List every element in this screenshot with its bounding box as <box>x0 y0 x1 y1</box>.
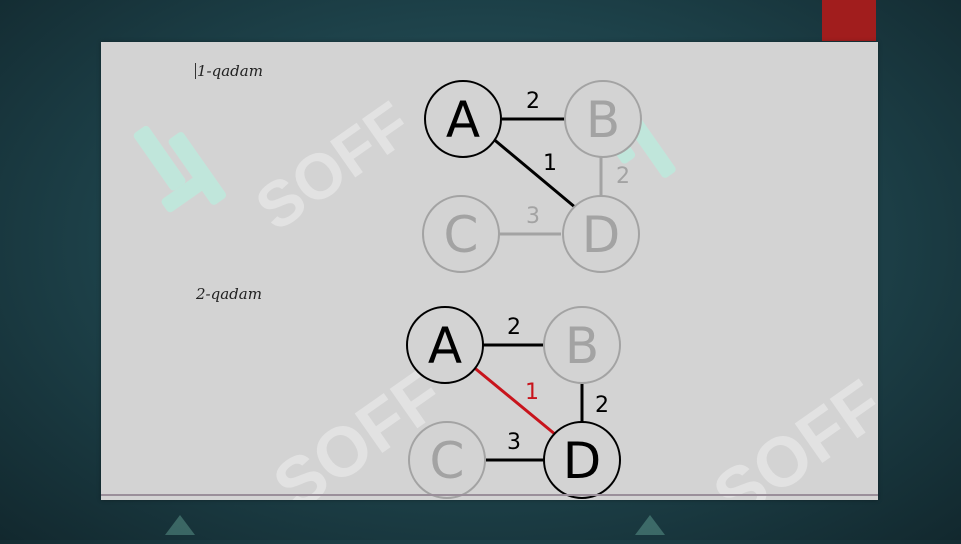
text-cursor <box>195 63 196 79</box>
watermark-logo <box>630 510 670 544</box>
node-d <box>543 421 621 499</box>
node-b <box>543 306 621 384</box>
node-d-label: D <box>563 432 602 490</box>
edge-a-d-weight: 1 <box>525 380 539 405</box>
node-c <box>408 421 486 499</box>
node-b-label: B <box>565 317 599 375</box>
step-1-label: 1-qadam <box>195 62 263 80</box>
edge-a-d-weight: 1 <box>543 151 557 176</box>
node-c-label: C <box>430 432 465 490</box>
edge-a-b-weight: 2 <box>507 315 521 340</box>
node-c <box>422 195 500 273</box>
slide: SOFF SOFF SOFF 1-qadam 2-qadam A B C D 2… <box>101 42 878 500</box>
node-d-label: D <box>582 206 621 264</box>
node-a <box>424 80 502 158</box>
node-c-label: C <box>444 206 479 264</box>
edge-a-d <box>490 135 577 210</box>
edge-a-b-weight: 2 <box>526 89 540 114</box>
accent-block <box>822 0 876 41</box>
step-2-label: 2-qadam <box>196 285 262 303</box>
node-b-label: B <box>586 91 620 149</box>
graph-step-1: A B C D 2 1 2 3 <box>422 80 642 273</box>
edge-b-d-weight: 2 <box>595 393 609 418</box>
edge-b-d-weight: 2 <box>616 164 630 189</box>
node-d <box>562 195 640 273</box>
node-a <box>406 306 484 384</box>
slide-bottom-divider <box>101 494 878 496</box>
edge-a-d-selected <box>470 363 557 437</box>
node-a-label: A <box>428 317 462 375</box>
node-a-label: A <box>446 91 480 149</box>
watermark-logo <box>160 510 200 544</box>
graph-step-2: A B C D 2 1 2 3 <box>406 306 621 499</box>
node-b <box>564 80 642 158</box>
edge-c-d-weight: 3 <box>507 430 521 455</box>
edge-c-d-weight: 3 <box>526 204 540 229</box>
